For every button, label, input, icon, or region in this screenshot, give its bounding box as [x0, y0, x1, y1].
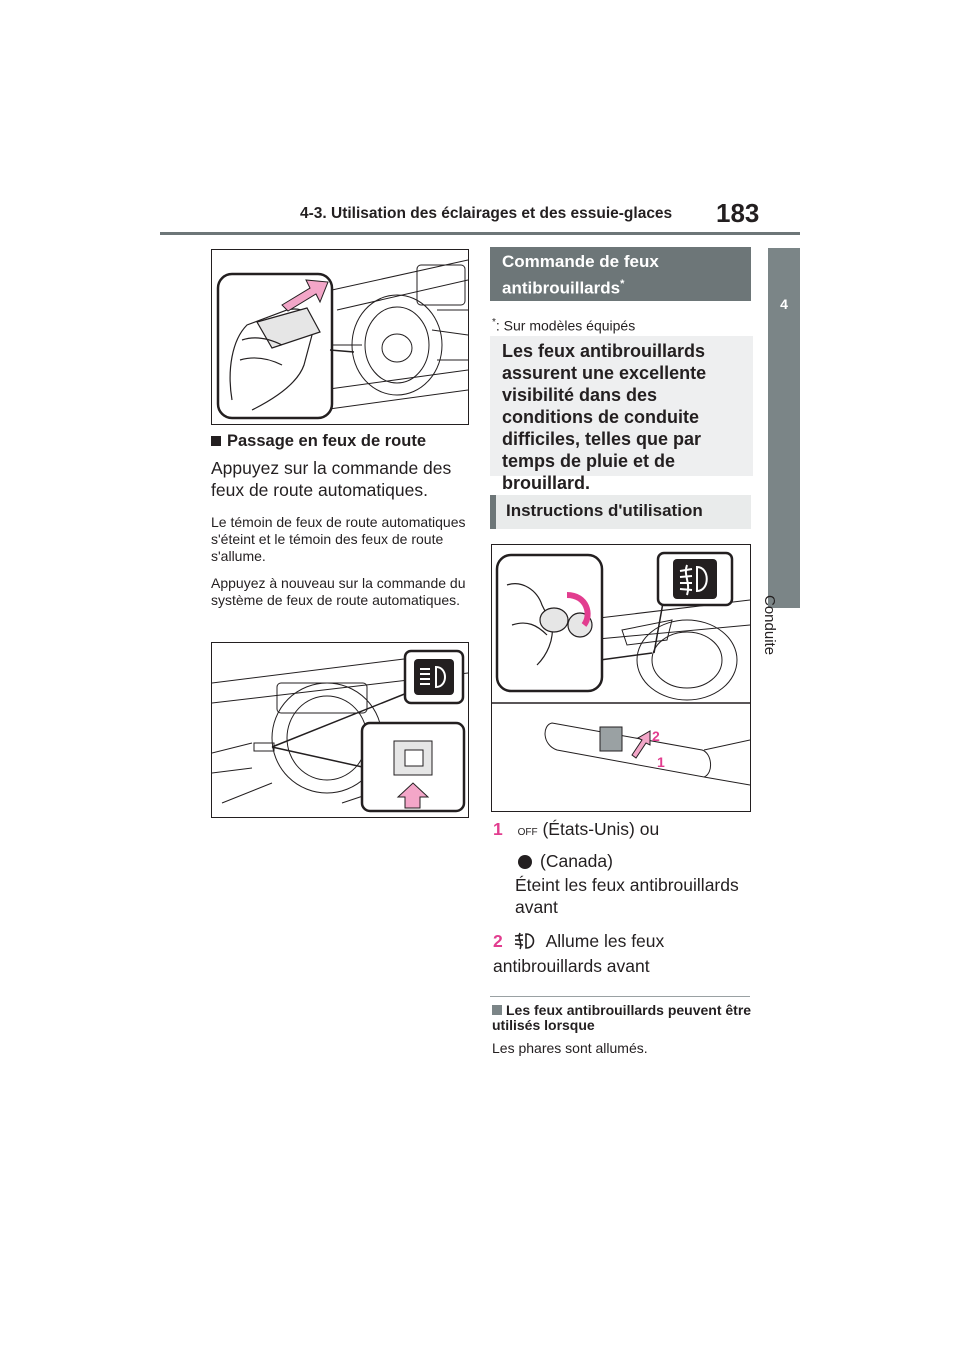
section-title-text: Commande de feux antibrouillards — [502, 252, 659, 298]
fog-switch-drawing: 2 1 — [492, 551, 750, 786]
item-1-number: 1 — [493, 819, 503, 839]
fog-off-icon — [518, 855, 532, 869]
item-1: 1 OFF (États-Unis) ou — [493, 818, 659, 844]
chapter-tab-label: Conduite — [761, 595, 778, 656]
asterisk: * — [620, 278, 625, 290]
item-1-text-a: (États-Unis) ou — [542, 819, 660, 839]
arrow-icon — [631, 730, 651, 759]
high-beam-icon — [420, 665, 446, 689]
illustration-high-beam-lever — [211, 249, 469, 425]
note-heading-text: Les feux antibrouillards peuvent être ut… — [492, 1002, 752, 1033]
instructions-title: Instructions d'utilisation — [490, 495, 751, 529]
arrow-icon — [281, 279, 329, 312]
page-number: 183 — [716, 198, 760, 228]
item-2: 2 Allume les feux antibrouillards avant — [493, 930, 743, 977]
illustration-fog-light-switch: 2 1 — [491, 544, 751, 812]
front-fog-light-icon — [679, 564, 708, 596]
footnote-mark: * — [492, 317, 496, 328]
callout-2: 2 — [652, 728, 660, 744]
bullet-square-icon — [492, 1005, 502, 1015]
intro-text: Les feux antibrouillards assurent une ex… — [502, 341, 707, 493]
dashboard-drawing — [212, 649, 468, 813]
bullet-square-icon — [211, 436, 221, 446]
footnote-text: : Sur modèles équipés — [495, 317, 636, 334]
item-2-text: Allume les feux antibrouillards avant — [493, 931, 665, 976]
callout-1: 1 — [657, 754, 665, 770]
paragraph-2: Le témoin de feux de route automatiques … — [211, 514, 466, 564]
paragraph-3: Appuyez à nouveau sur la commande du sys… — [211, 575, 466, 608]
illustration-auto-high-beam-switch — [211, 642, 469, 818]
rotate-arrow-icon — [566, 592, 591, 627]
off-icon: OFF — [517, 827, 538, 838]
running-header-title: 4-3. Utilisation des éclairages et des e… — [300, 205, 673, 222]
heading-text: Passage en feux de route — [227, 432, 426, 450]
item-1-desc: Éteint les feux antibrouillards avant — [515, 875, 739, 917]
note-rule — [490, 996, 750, 997]
footnote: *: Sur modèles équipés — [492, 314, 635, 335]
intro-box: Les feux antibrouillards assurent une ex… — [490, 336, 753, 493]
item-1-text-b: (Canada) — [540, 851, 613, 871]
chapter-tab — [768, 248, 800, 608]
fog-light-icon — [514, 932, 536, 955]
item-1-canada: (Canada) — [518, 850, 613, 872]
instructions-title-text: Instructions d'utilisation — [506, 501, 703, 520]
item-2-number: 2 — [493, 931, 503, 951]
lever-drawing — [216, 259, 468, 420]
paragraph-1: Appuyez sur la commande des feux de rout… — [211, 458, 452, 500]
auto-high-beam-icon — [404, 749, 424, 767]
header-rule — [160, 232, 800, 235]
section-heading-high-beam: Passage en feux de route — [211, 430, 471, 452]
arrow-icon — [396, 782, 430, 809]
note-text: Les phares sont allumés. — [492, 1040, 648, 1056]
chapter-tab-number: 4 — [780, 296, 788, 312]
section-title-fog-lights: Commande de feux antibrouillards* — [490, 247, 751, 301]
note-heading: Les feux antibrouillards peuvent être ut… — [492, 1003, 752, 1033]
